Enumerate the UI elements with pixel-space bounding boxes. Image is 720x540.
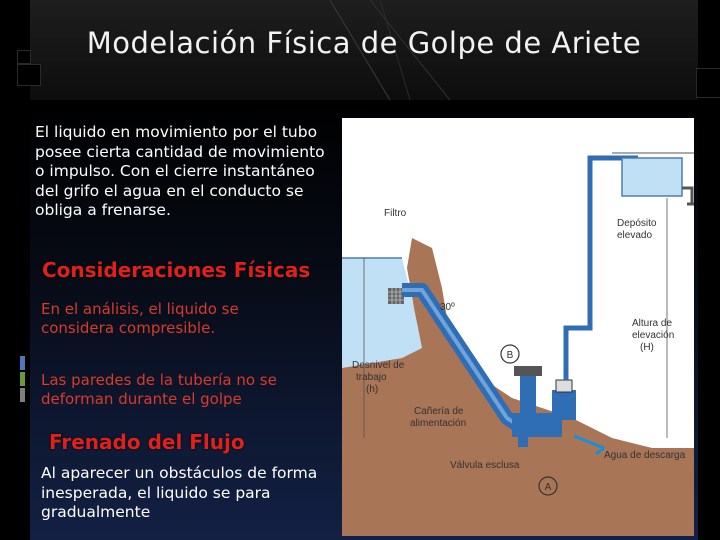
- hydraulic-ram-diagram: B A Filtro Depósito elevado 30º Altura d…: [342, 118, 694, 536]
- intro-paragraph: El liquido en movimiento por el tubo pos…: [35, 123, 325, 219]
- label-deposito-2: elevado: [617, 230, 652, 241]
- label-desnivel-1: Desnivel de: [352, 360, 405, 371]
- title-bar: [30, 0, 698, 100]
- accent-bar: [20, 356, 25, 370]
- header-decoration: [329, 0, 451, 100]
- section-heading-frenado: Frenado del Flujo: [49, 430, 245, 454]
- label-caneria-1: Cañería de: [414, 406, 464, 417]
- label-altura-2: elevación: [632, 330, 674, 341]
- diagram-svg: B A Filtro Depósito elevado 30º Altura d…: [342, 152, 694, 536]
- accent-bar: [20, 372, 25, 386]
- valve-a-stem: [518, 431, 528, 447]
- label-valvula: Válvula esclusa: [450, 460, 520, 471]
- deco-square: [17, 50, 31, 64]
- elevated-tank: [621, 157, 683, 197]
- label-altura-1: Altura de: [632, 318, 672, 329]
- deco-square: [696, 68, 720, 98]
- label-deposito-1: Depósito: [617, 218, 657, 229]
- delivery-pipe: [563, 155, 638, 380]
- consideracion-compresible: En el análisis, el liquido se considera …: [41, 300, 239, 337]
- label-filtro: Filtro: [384, 208, 407, 219]
- label-b: B: [507, 350, 514, 361]
- label-descarga: Agua de descarga: [604, 450, 686, 461]
- valve-b-cap: [514, 366, 542, 376]
- ram-column: [520, 374, 536, 414]
- air-chamber: [552, 390, 576, 420]
- slide-title: Modelación Física de Golpe de Ariete: [86, 26, 642, 60]
- filter-mesh: [388, 288, 404, 304]
- label-desnivel-2: trabajo: [356, 372, 387, 383]
- accent-bar: [20, 388, 25, 402]
- label-caneria-2: alimentación: [410, 418, 466, 429]
- marker-a-circle: [538, 476, 558, 496]
- deco-square: [17, 64, 41, 86]
- label-desnivel-3: (h): [366, 384, 378, 395]
- discharge-arrow-icon: [573, 434, 605, 456]
- frenado-paragraph: Al aparecer un obstáculos de forma inesp…: [41, 464, 318, 521]
- label-altura-3: (H): [640, 342, 654, 353]
- marker-b-circle: [500, 344, 520, 364]
- label-angle: 30º: [440, 302, 455, 313]
- section-heading-consideraciones: Consideraciones Físicas: [42, 258, 311, 282]
- consideracion-paredes: Las paredes de la tubería no se deforman…: [41, 371, 277, 408]
- tank-tap: [682, 186, 694, 206]
- label-a: A: [545, 482, 552, 493]
- air-chamber-top: [555, 379, 573, 393]
